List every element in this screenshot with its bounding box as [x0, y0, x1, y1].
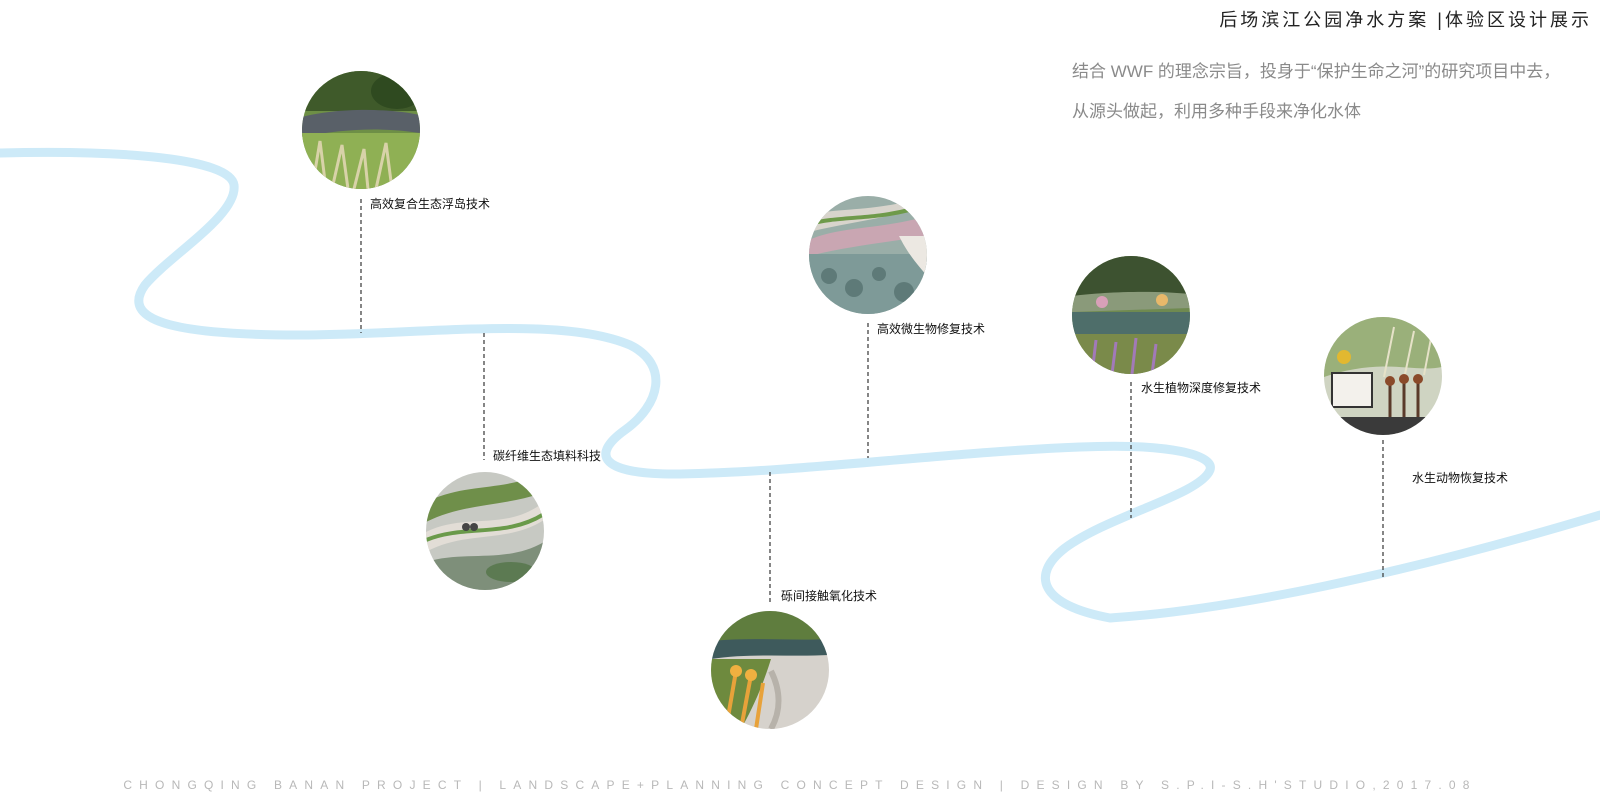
intro-line-1: 结合 WWF 的理念宗旨，投身于“保护生命之河”的研究项目中去， — [1072, 62, 1561, 81]
leader-lines — [360, 199, 1384, 602]
technique-label-2: 碳纤维生态填料科技 — [493, 449, 602, 463]
microbial-remediation-photo — [809, 196, 927, 314]
footer-credits: CHONGQING BANAN PROJECT | LANDSCAPE+PLAN… — [123, 778, 1477, 792]
page-title: 后场滨江公园净水方案 |体验区设计展示 — [1219, 10, 1592, 30]
technique-label-3: 砾间接触氧化技术 — [781, 589, 878, 603]
technique-label-5: 水生植物深度修复技术 — [1141, 381, 1262, 395]
technique-label-1: 高效复合生态浮岛技术 — [370, 197, 491, 211]
floating-island-photo — [302, 71, 420, 189]
intro-line-2: 从源头做起，利用多种手段来净化水体 — [1072, 102, 1361, 121]
carbon-fiber-filler-photo — [426, 472, 544, 590]
technique-label-6: 水生动物恢复技术 — [1412, 471, 1509, 485]
intro-text: 结合 WWF 的理念宗旨，投身于“保护生命之河”的研究项目中去， 从源头做起，利… — [1072, 52, 1592, 132]
aquatic-plant-remediation-photo — [1072, 256, 1190, 374]
gravel-contact-oxidation-photo — [711, 611, 829, 729]
river-line — [0, 147, 1600, 623]
aquatic-animal-restoration-photo — [1324, 317, 1442, 435]
technique-label-4: 高效微生物修复技术 — [877, 322, 986, 336]
